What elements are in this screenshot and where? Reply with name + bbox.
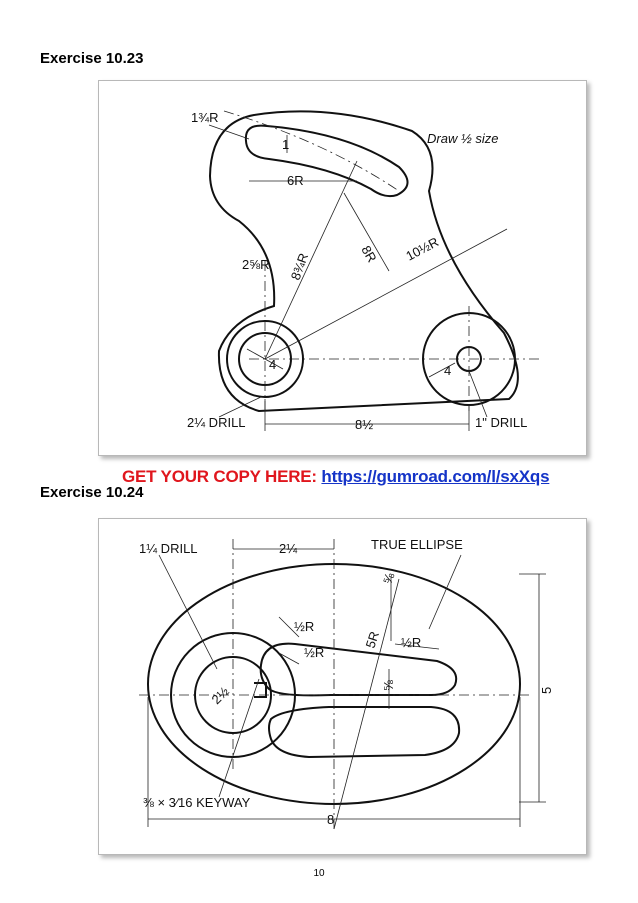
exercise-10-23-drawing: 1¾R 1 6R Draw ½ size 8¾R 8R 10½R 2⅝R 4 4… <box>98 80 587 456</box>
exercise-10-24-drawing: 1¼ DRILL 2¼ TRUE ELLIPSE ⅝ ½R ½R ½R 5R ⅝… <box>98 518 587 855</box>
left-hub-dia-label: 4 <box>269 357 276 372</box>
hub-diameter-label: 2½ <box>209 684 232 707</box>
left-drill-label: 2¼ DRILL <box>187 415 246 430</box>
radius-8-label: 8R <box>358 243 379 265</box>
keyway-label: ⅜ × 3⁄16 KEYWAY <box>143 795 251 810</box>
slot-gap-label: ⅝ <box>381 680 396 691</box>
radius-10-1-2-label: 10½R <box>403 234 441 264</box>
promo-link[interactable]: https://gumroad.com/l/sxXqs <box>321 467 550 486</box>
outer-radius-label: 1¾R <box>191 110 218 125</box>
right-drill-label: 1" DRILL <box>475 415 527 430</box>
slot-radius-label: 6R <box>287 173 304 188</box>
fillet-radius-label: 2⅝R <box>242 257 269 272</box>
small-radius-label-3: ½R <box>401 635 421 650</box>
cam-link-drawing: 1¾R 1 6R Draw ½ size 8¾R 8R 10½R 2⅝R 4 4… <box>187 110 539 432</box>
true-ellipse-label: TRUE ELLIPSE <box>371 537 463 552</box>
slot-width-label: 1 <box>282 137 289 152</box>
exercise-10-24-heading: Exercise 10.24 <box>40 484 144 501</box>
slot-top-dim-label: ⅝ <box>380 571 398 586</box>
height-label: 5 <box>539 687 554 694</box>
promo-banner: GET YOUR COPY HERE: https://gumroad.com/… <box>122 467 550 487</box>
center-distance-label: 8½ <box>355 417 373 432</box>
right-hub-dia-label: 4 <box>444 363 451 378</box>
promo-label: GET YOUR COPY HERE: <box>122 467 317 486</box>
drill-label: 1¼ DRILL <box>139 541 198 556</box>
page-number: 10 <box>313 868 325 879</box>
small-radius-label-1: ½R <box>294 619 314 634</box>
draw-size-note: Draw ½ size <box>427 131 499 146</box>
elliptical-plate-drawing: 1¼ DRILL 2¼ TRUE ELLIPSE ⅝ ½R ½R ½R 5R ⅝… <box>139 537 554 830</box>
dimension-lines <box>208 110 539 431</box>
width-label: 8 <box>327 812 334 827</box>
offset-label: 2¼ <box>279 541 297 556</box>
large-radius-label: 5R <box>363 629 382 649</box>
small-radius-label-2: ½R <box>304 645 324 660</box>
dimension-lines <box>139 539 546 830</box>
exercise-10-23-heading: Exercise 10.23 <box>40 50 144 67</box>
